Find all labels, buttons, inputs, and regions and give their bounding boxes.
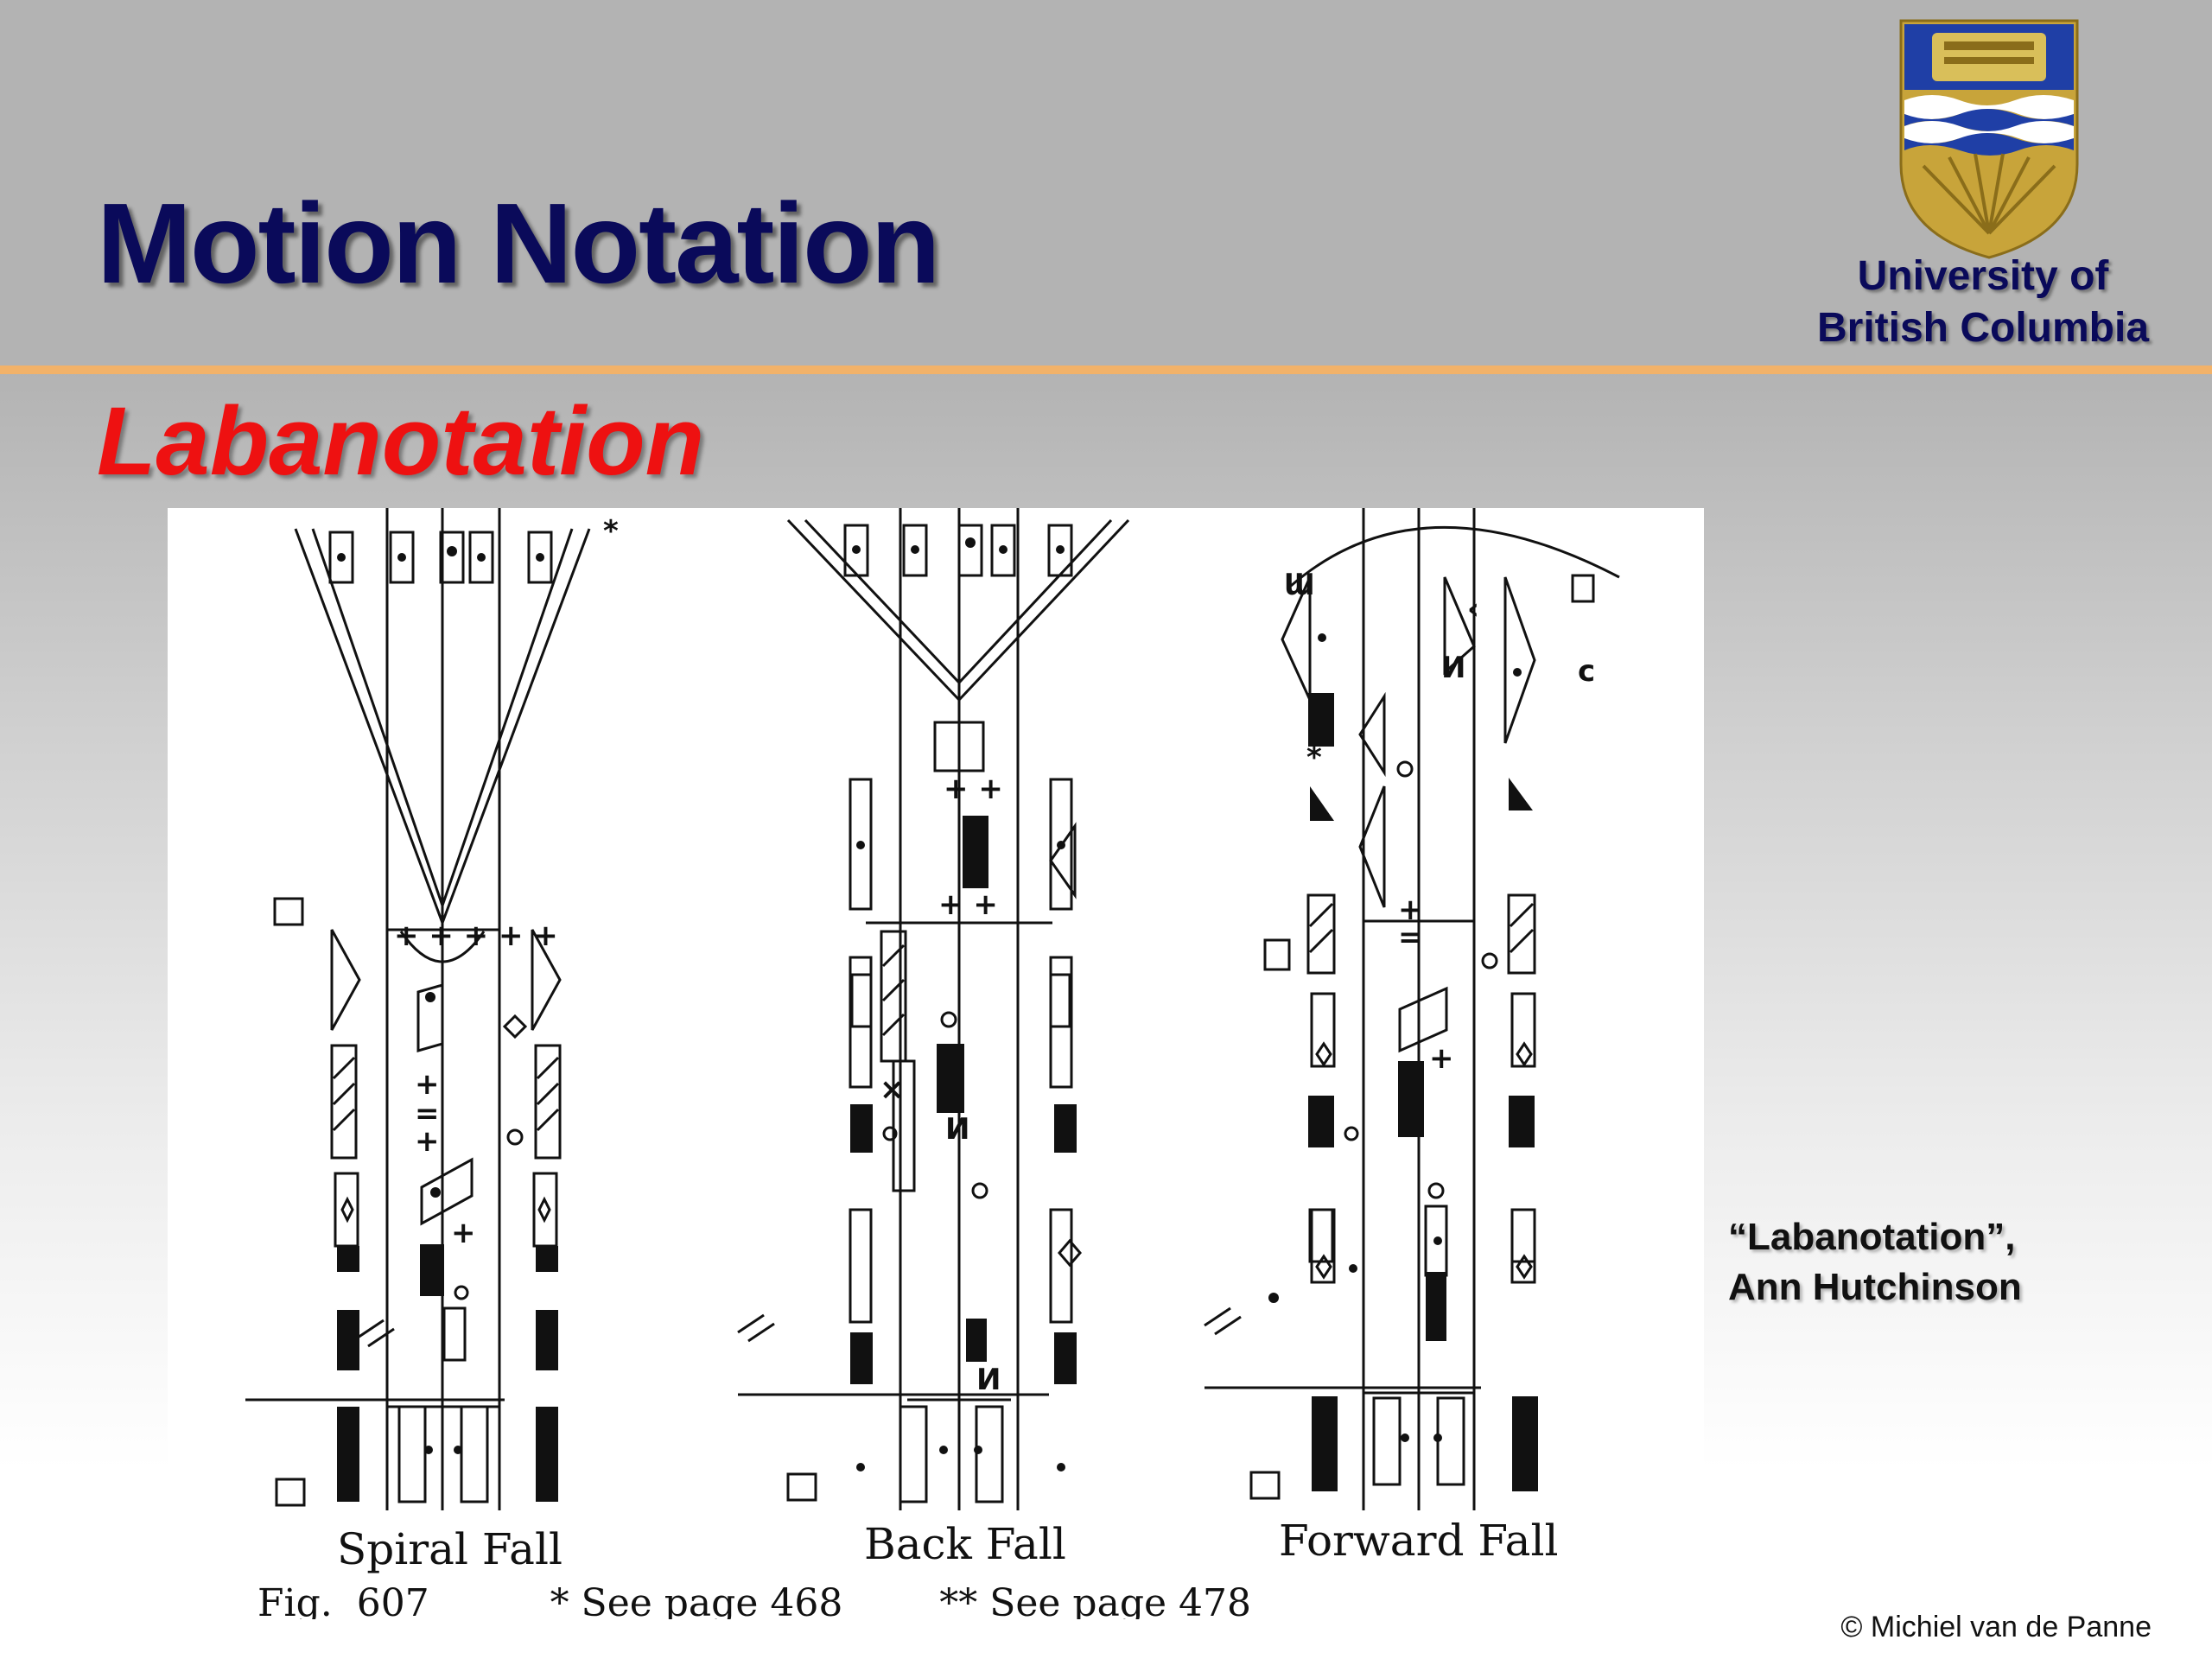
svg-text:c: c xyxy=(1578,654,1595,689)
image-credit: “Labanotation”, Ann Hutchinson xyxy=(1728,1212,2022,1313)
svg-text:И: И xyxy=(976,1363,1001,1397)
caption-spiral-fall: Spiral Fall xyxy=(337,1524,563,1574)
svg-text:×: × xyxy=(880,1072,905,1107)
svg-text:*: * xyxy=(1306,741,1322,775)
credit-line1: “Labanotation”, xyxy=(1728,1216,2016,1258)
ubc-name-line2: British Columbia xyxy=(1816,305,2150,351)
header-divider xyxy=(0,365,2212,374)
ubc-name-line1: University of xyxy=(1857,253,2109,299)
ubc-name: University of British Columbia xyxy=(1780,251,2186,354)
labanotation-figure: + + + + + + + + + + = + + + = + × ‹ c Ɯ … xyxy=(168,508,1704,1619)
slide-subtitle: Labanotation xyxy=(97,387,705,495)
slide-title: Motion Notation xyxy=(97,180,940,307)
svg-text:+: + xyxy=(1398,893,1423,927)
svg-text:И: И xyxy=(1441,651,1465,685)
svg-text:+: + xyxy=(451,1216,476,1250)
ubc-crest-logo xyxy=(1899,19,2079,259)
svg-text:+: + xyxy=(415,1124,440,1159)
svg-text:‹: ‹ xyxy=(1467,592,1479,626)
svg-text:+ +: + + xyxy=(944,772,1003,806)
svg-text:+ + + + +: + + + + + xyxy=(394,918,558,953)
caption-forward-fall: Forward Fall xyxy=(1279,1516,1559,1566)
caption-back-fall: Back Fall xyxy=(864,1519,1066,1569)
svg-text:+: + xyxy=(415,1067,440,1102)
svg-text:И: И xyxy=(945,1112,969,1147)
svg-text:*: * xyxy=(603,514,619,549)
svg-text:Ɯ: Ɯ xyxy=(1284,568,1314,602)
copyright-notice: © Michiel van de Panne xyxy=(1840,1611,2152,1643)
labanotation-scores-drawing: + + + + + + + + + + = + + + = + × ‹ c Ɯ … xyxy=(245,508,1620,1510)
credit-line2: Ann Hutchinson xyxy=(1728,1266,2022,1308)
svg-text:+ +: + + xyxy=(938,887,998,922)
slide-header-band xyxy=(0,0,2212,367)
svg-text:=: = xyxy=(1398,920,1423,955)
svg-text:=: = xyxy=(415,1096,440,1131)
figure-footnote: Fig. 607 * See page 468 ** See page 478 xyxy=(257,1581,1251,1619)
svg-text:+: + xyxy=(1429,1041,1454,1076)
